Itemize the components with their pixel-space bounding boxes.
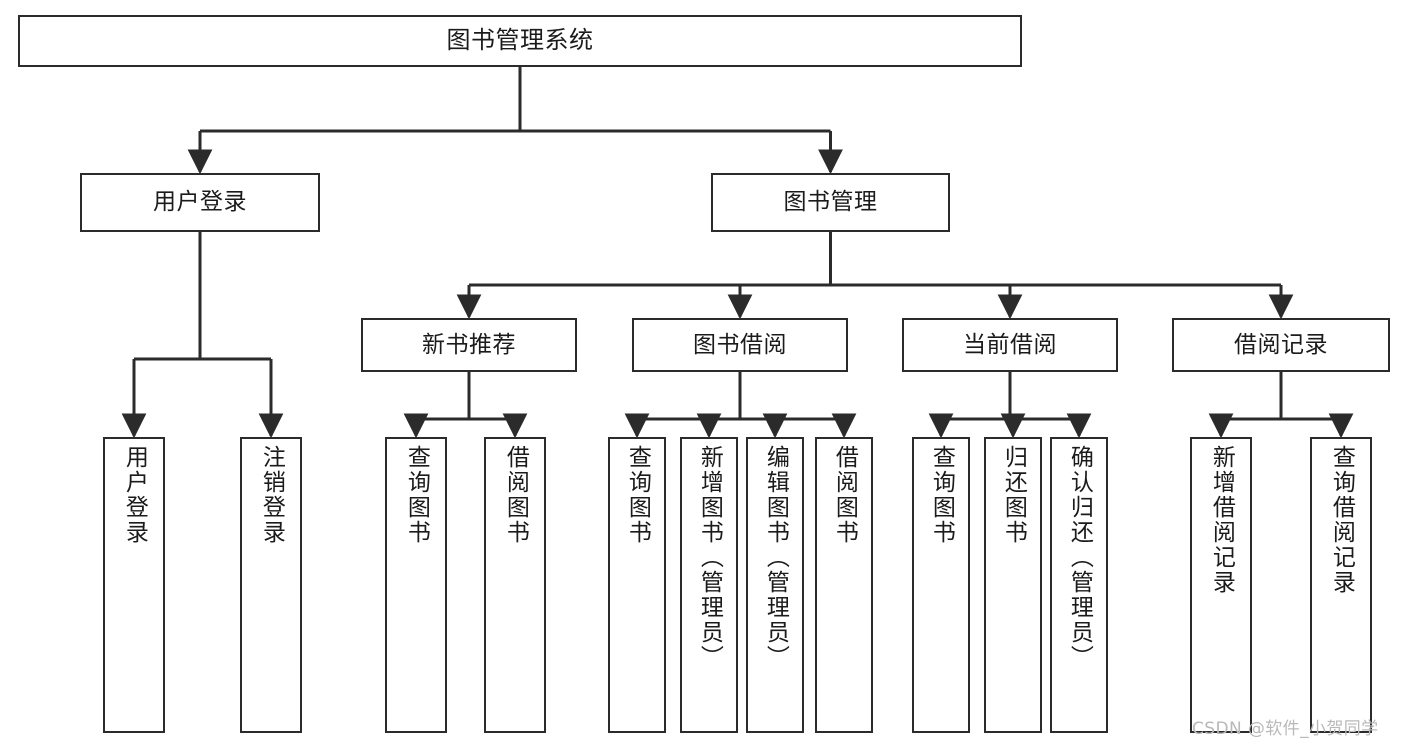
node-label: 注销登录 xyxy=(258,445,285,545)
node-label: 归还图书 xyxy=(1000,445,1027,545)
node-label: 借阅图书 xyxy=(831,445,858,545)
node-leaf-borrow-1[interactable]: 查询图书 xyxy=(608,437,666,733)
node-label: 新书推荐 xyxy=(422,331,516,358)
node-root[interactable]: 图书管理系统 xyxy=(18,15,1022,67)
node-leaf-cur-2[interactable]: 归还图书 xyxy=(984,437,1042,733)
node-leaf-login-2[interactable]: 注销登录 xyxy=(240,437,302,733)
node-leaf-rec-1[interactable]: 新增借阅记录 xyxy=(1190,437,1252,733)
node-newbook[interactable]: 新书推荐 xyxy=(361,318,577,372)
node-records[interactable]: 借阅记录 xyxy=(1172,318,1390,372)
node-leaf-login-1[interactable]: 用户登录 xyxy=(103,437,165,733)
node-label: 当前借阅 xyxy=(963,331,1057,358)
node-leaf-new-2[interactable]: 借阅图书 xyxy=(484,437,546,733)
node-label: 用户登录 xyxy=(121,445,148,545)
node-label: 借阅图书 xyxy=(502,445,529,545)
node-bookmgmt[interactable]: 图书管理 xyxy=(711,173,950,232)
node-label: 图书借阅 xyxy=(693,331,787,358)
node-label: 图书管理系统 xyxy=(446,26,594,55)
node-label: 确认归还（管理员） xyxy=(1066,445,1093,670)
node-leaf-rec-2[interactable]: 查询借阅记录 xyxy=(1310,437,1372,733)
node-label: 查询图书 xyxy=(928,445,955,545)
node-leaf-cur-3[interactable]: 确认归还（管理员） xyxy=(1050,437,1108,733)
node-label: 新增借阅记录 xyxy=(1208,445,1235,595)
node-label: 新增图书（管理员） xyxy=(696,445,723,670)
node-leaf-new-1[interactable]: 查询图书 xyxy=(385,437,447,733)
node-label: 编辑图书（管理员） xyxy=(762,445,789,670)
node-label: 查询图书 xyxy=(403,445,430,545)
node-leaf-borrow-3[interactable]: 编辑图书（管理员） xyxy=(746,437,804,733)
node-label: 查询图书 xyxy=(624,445,651,545)
node-label: 图书管理 xyxy=(783,189,878,216)
node-current[interactable]: 当前借阅 xyxy=(902,318,1118,372)
node-leaf-borrow-2[interactable]: 新增图书（管理员） xyxy=(680,437,738,733)
node-label: 查询借阅记录 xyxy=(1328,445,1355,595)
node-label: 借阅记录 xyxy=(1234,331,1328,358)
node-label: 用户登录 xyxy=(153,189,247,216)
node-borrow[interactable]: 图书借阅 xyxy=(632,318,848,372)
watermark: CSDN @软件_小贺同学 xyxy=(1192,719,1379,739)
node-leaf-borrow-4[interactable]: 借阅图书 xyxy=(815,437,873,733)
node-login[interactable]: 用户登录 xyxy=(80,173,320,232)
node-leaf-cur-1[interactable]: 查询图书 xyxy=(912,437,970,733)
